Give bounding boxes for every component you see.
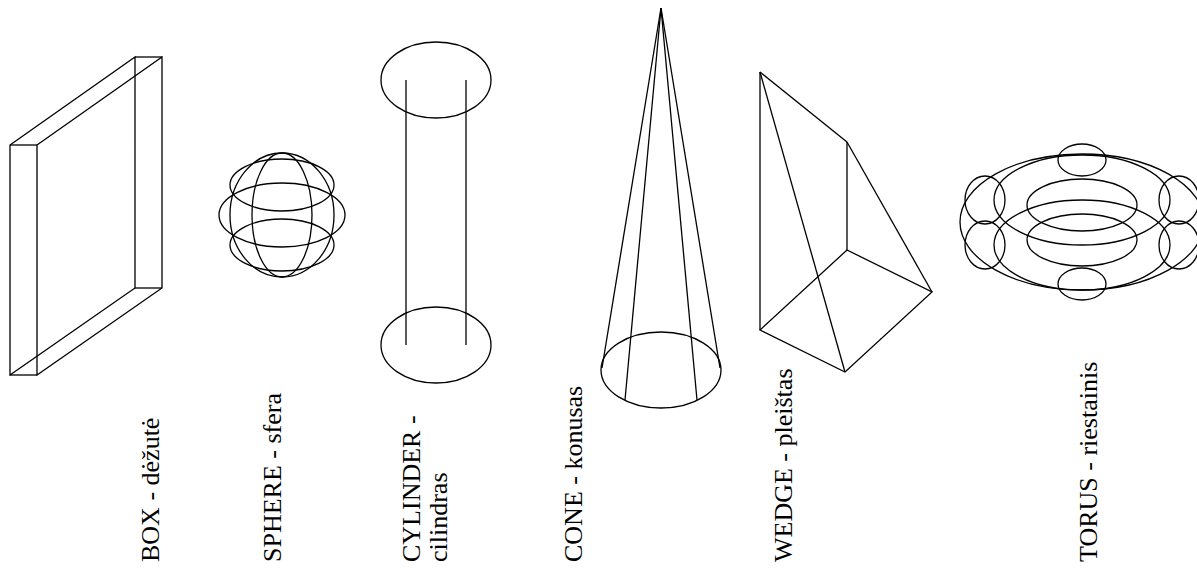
shape-label: CONE - konusas [560,386,587,562]
shape-label: WEDGE - pleištas [770,368,797,562]
cone-wireframe [601,8,721,408]
sphere-wireframe [219,153,345,277]
torus-wireframe [960,144,1197,300]
wedge-wireframe [760,72,932,372]
cylinder-wireframe [381,42,491,383]
box-wireframe [10,57,162,375]
shape-label: TORUS - riestainis [1075,362,1102,562]
shape-label: SPHERE - sfera [259,393,286,562]
shape-label: CYLINDER - cilindras [398,372,453,562]
shape-label: BOX - dėžutė [137,418,164,562]
